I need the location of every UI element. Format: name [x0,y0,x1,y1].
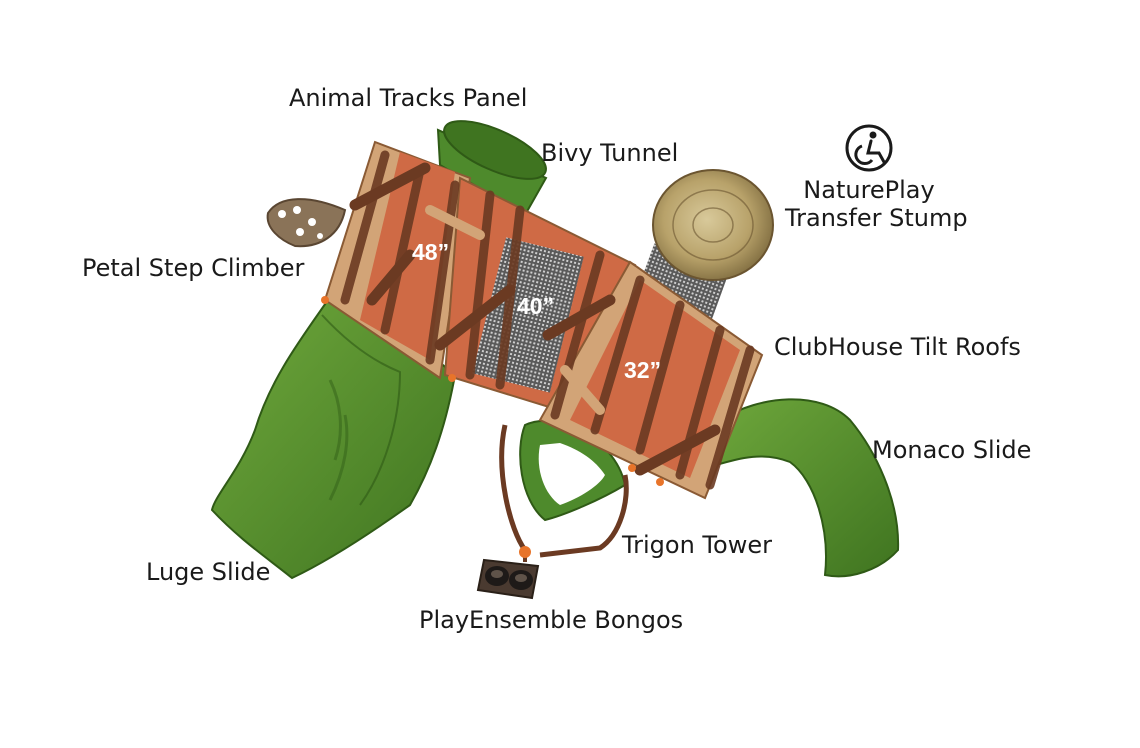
monaco-slide-label: Monaco Slide [872,436,1032,464]
deck-height-left: 48” [412,239,449,265]
monaco-slide [703,398,900,578]
natureplay-label-line1: NaturePlay [803,176,935,204]
wheelchair-accessible-icon [845,124,893,172]
clubhouse-tilt-roofs [321,140,764,500]
animal-tracks-panel-label: Animal Tracks Panel [289,84,528,112]
natureplay-transfer-stump [630,169,774,337]
bivy-tunnel-label: Bivy Tunnel [541,139,679,167]
petal-step-climber-label: Petal Step Climber [82,254,305,282]
deck-height-center: 40” [517,293,554,319]
natureplay-label-line2: Transfer Stump [785,204,968,232]
luge-slide-label: Luge Slide [146,558,271,586]
natureplay-transfer-stump-label: NaturePlay Transfer Stump [785,176,968,232]
playensemble-bongos [476,546,540,600]
deck-height-right: 32” [624,357,661,383]
clubhouse-tilt-roofs-label: ClubHouse Tilt Roofs [774,333,1021,361]
petal-step-climber [266,198,347,248]
trigon-tower-label: Trigon Tower [622,531,772,559]
playensemble-bongos-label: PlayEnsemble Bongos [419,606,684,634]
